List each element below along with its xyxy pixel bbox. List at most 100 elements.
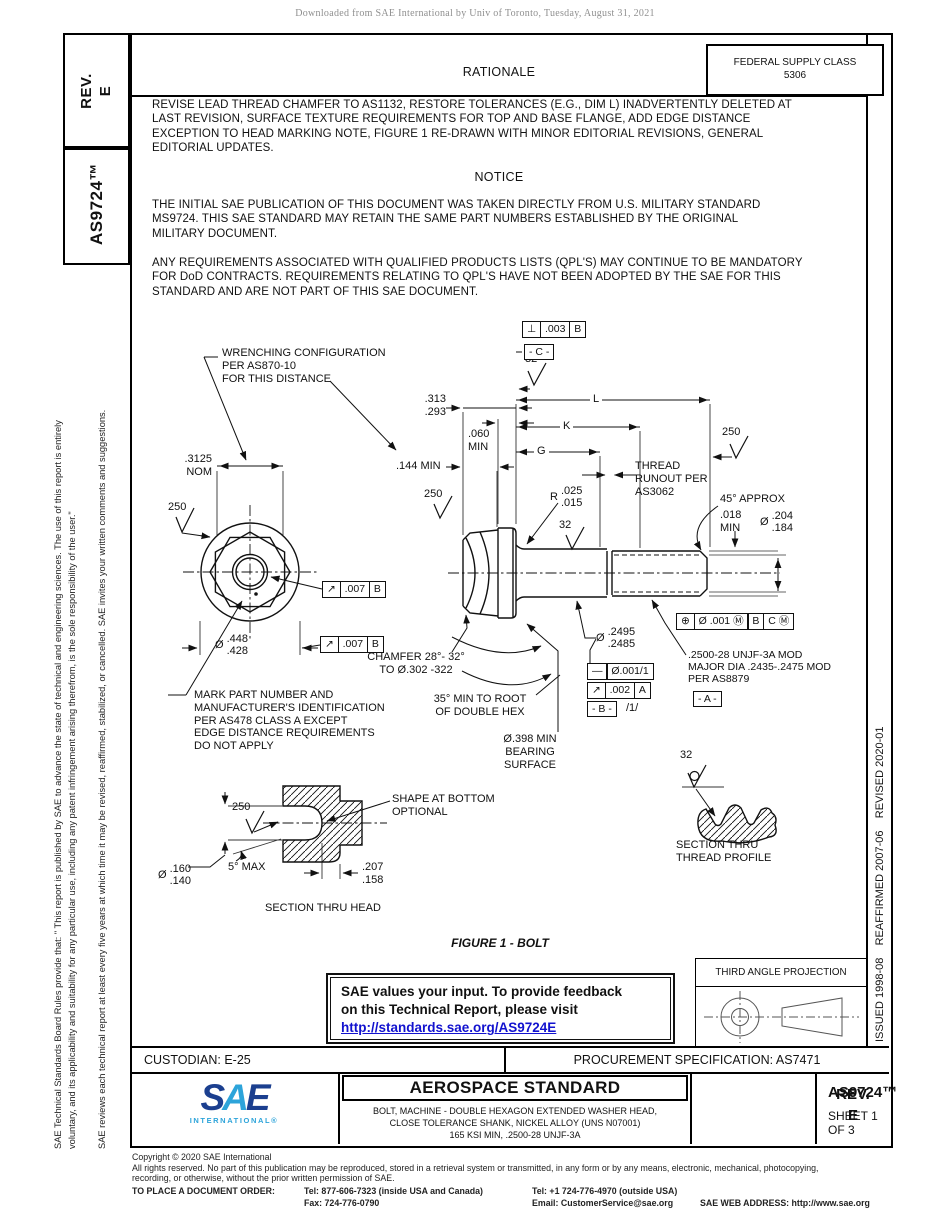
revision-strip-divider bbox=[866, 33, 868, 1048]
review-note: SAE reviews each technical report at lea… bbox=[97, 409, 107, 1149]
mark-note: MARK PART NUMBER AND MANUFACTURER'S IDEN… bbox=[194, 689, 385, 753]
fcf-runout-symbol: ↗ bbox=[322, 581, 341, 598]
dia-448-prefix: Ø bbox=[215, 639, 224, 651]
projection-symbol-icon bbox=[704, 991, 859, 1043]
notice-title: NOTICE bbox=[474, 170, 524, 184]
custodian-divider bbox=[504, 1048, 506, 1074]
fsc-box: FEDERAL SUPPLY CLASS 5306 bbox=[706, 44, 884, 96]
logo-cell-divider bbox=[338, 1074, 340, 1144]
number-cell-divider bbox=[690, 1074, 692, 1144]
deg35-note: 35° MIN TO ROOT OF DOUBLE HEX bbox=[433, 693, 527, 718]
doc-number-tab: AS9724™ bbox=[87, 163, 106, 245]
sae-logo: SAE INTERNATIONAL® bbox=[130, 1077, 338, 1125]
dia-2495: Ø .2495 .2485 bbox=[596, 626, 635, 650]
finish-250-head: 250 bbox=[168, 501, 187, 513]
chamfer-note: CHAMFER 28°- 32° TO Ø.302 -322 bbox=[367, 651, 465, 676]
fcf-straightness-symbol: — bbox=[587, 663, 608, 680]
fcf-runout-007-lower: ↗ .007 B bbox=[320, 636, 384, 653]
thread-runout-note: THREAD RUNOUT PER AS3062 bbox=[635, 460, 708, 498]
fcf-position-datum2: C Ⓜ bbox=[763, 613, 795, 630]
dim-K: K bbox=[560, 420, 574, 433]
dia-448-values: .448 .428 bbox=[226, 633, 248, 657]
section-head-title: SECTION THRU HEAD bbox=[265, 902, 381, 914]
datum-b: - B - bbox=[587, 701, 617, 717]
finish-32-shank: 32 bbox=[559, 519, 572, 531]
fcf-position-tol: Ø .001 Ⓜ bbox=[693, 613, 749, 630]
doc-number-tab-box bbox=[63, 146, 130, 265]
tsb-rules-note: SAE Technical Standards Board Rules prov… bbox=[53, 420, 77, 1149]
feedback-box: SAE values your input. To provide feedba… bbox=[326, 973, 675, 1044]
thread-spec-note: .2500-28 UNJF-3A MOD MAJOR DIA .2435-.24… bbox=[688, 649, 831, 685]
dim-060: .060 MIN bbox=[468, 428, 490, 453]
header-rule bbox=[130, 95, 868, 97]
titleblock-doc-number: AS9724™ bbox=[828, 1084, 898, 1101]
projection-box: THIRD ANGLE PROJECTION bbox=[695, 958, 866, 1048]
dim-144: .144 MIN bbox=[396, 460, 441, 472]
rights-text: All rights reserved. No part of this pub… bbox=[132, 1162, 819, 1184]
order-email: Email: CustomerService@sae.org bbox=[532, 1197, 674, 1208]
figure-1: WRENCHING CONFIGURATION PER AS870-10 FOR… bbox=[130, 305, 868, 955]
fcf-runout-002: ↗ .002 A bbox=[587, 682, 651, 699]
fcf-runout-symbol: ↗ bbox=[320, 636, 339, 653]
sae-logo-a: A bbox=[222, 1077, 249, 1118]
fillet-r-values: .025 .015 bbox=[560, 485, 583, 509]
finish-250-flange: 250 bbox=[424, 488, 443, 500]
surface-finish-symbols bbox=[175, 362, 749, 835]
copyright-block: Copyright © 2020 SAE International All r… bbox=[132, 1152, 892, 1210]
feedback-line1: SAE values your input. To provide feedba… bbox=[341, 984, 623, 999]
datum-b-note: /1/ bbox=[626, 702, 639, 714]
section-thread-title: SECTION THRU THREAD PROFILE bbox=[676, 839, 772, 864]
dim-018: .018 MIN bbox=[720, 509, 742, 534]
fcf-runout-tol: .007 bbox=[337, 636, 369, 653]
titleblock-main-row: SAE INTERNATIONAL® AEROSPACE STANDARD BO… bbox=[130, 1074, 897, 1144]
finish-250-end: 250 bbox=[722, 426, 741, 438]
order-fax: Fax: 724-776-0790 bbox=[304, 1197, 380, 1208]
leader-lines bbox=[168, 351, 732, 868]
fcf-perp-tol: .003 bbox=[539, 321, 571, 338]
deg5-note: 5° MAX bbox=[228, 861, 266, 873]
notice-paragraph-1: THE INITIAL SAE PUBLICATION OF THIS DOCU… bbox=[152, 199, 761, 240]
fcf-position-symbol: ⊕ bbox=[676, 613, 695, 630]
dia-160-prefix: Ø bbox=[158, 869, 167, 881]
custodian: CUSTODIAN: E-25 bbox=[144, 1053, 251, 1067]
projection-label: THIRD ANGLE PROJECTION bbox=[696, 959, 866, 987]
bearing-note: Ø.398 MIN BEARING SURFACE bbox=[503, 733, 557, 771]
order-tel-inside: Tel: 877-606-7323 (inside USA and Canada… bbox=[304, 1185, 483, 1196]
feedback-link[interactable]: http://standards.sae.org/AS9724E bbox=[341, 1020, 557, 1036]
fcf-runout-tol: .007 bbox=[339, 581, 371, 598]
fcf-runout-007-upper: ↗ .007 B bbox=[322, 581, 386, 598]
extension-lines bbox=[199, 404, 786, 879]
fcf-runout-002-symbol: ↗ bbox=[587, 682, 606, 699]
sae-logo-s: S bbox=[200, 1077, 225, 1118]
order-tel-outside: Tel: +1 724-776-4970 (outside USA) bbox=[532, 1185, 678, 1196]
dimension-lines bbox=[182, 396, 782, 877]
section-head-view bbox=[263, 785, 387, 863]
fcf-runout-002-tol: .002 bbox=[604, 682, 636, 699]
aerospace-standard-heading: AEROSPACE STANDARD bbox=[342, 1075, 688, 1101]
dia-204-prefix: Ø bbox=[760, 516, 769, 528]
fcf-straightness-tol: Ø.001/1 bbox=[606, 663, 654, 680]
rationale-body: REVISE LEAD THREAD CHAMFER TO AS1132, RE… bbox=[152, 99, 792, 155]
thread-profile-view bbox=[697, 804, 777, 844]
dim-3125: .3125 NOM bbox=[184, 453, 212, 478]
titleblock-rev-value: E bbox=[847, 1107, 858, 1124]
wrenching-note: WRENCHING CONFIGURATION PER AS870-10 FOR… bbox=[222, 347, 386, 385]
dim-207: .207 .158 bbox=[362, 861, 384, 886]
fsc-label: FEDERAL SUPPLY CLASS bbox=[733, 57, 857, 68]
dia-204: Ø .204 .184 bbox=[760, 510, 793, 534]
notice-paragraph-2: ANY REQUIREMENTS ASSOCIATED WITH QUALIFI… bbox=[152, 257, 803, 298]
fcf-position-datum1: B bbox=[747, 613, 765, 630]
side-view bbox=[448, 527, 780, 619]
titleblock-top-rule bbox=[130, 1046, 889, 1048]
procurement-spec: PROCUREMENT SPECIFICATION: AS7471 bbox=[573, 1053, 821, 1067]
revision-history: ISSUED 1998-08 REAFFIRMED 2007-06 REVISE… bbox=[874, 726, 886, 1042]
web-address: SAE WEB ADDRESS: http://www.sae.org bbox=[700, 1197, 870, 1208]
dia-204-values: .204 .184 bbox=[771, 510, 793, 534]
dia-160: Ø .160 .140 bbox=[158, 863, 191, 887]
deg45-note: 45° APPROX bbox=[720, 493, 785, 505]
fcf-straightness: — Ø.001/1 bbox=[587, 663, 654, 680]
fillet-r: R .025 .015 bbox=[550, 485, 582, 509]
dim-313: .313 .293 bbox=[424, 393, 446, 418]
feedback-line2: on this Technical Report, please visit bbox=[341, 1002, 578, 1018]
